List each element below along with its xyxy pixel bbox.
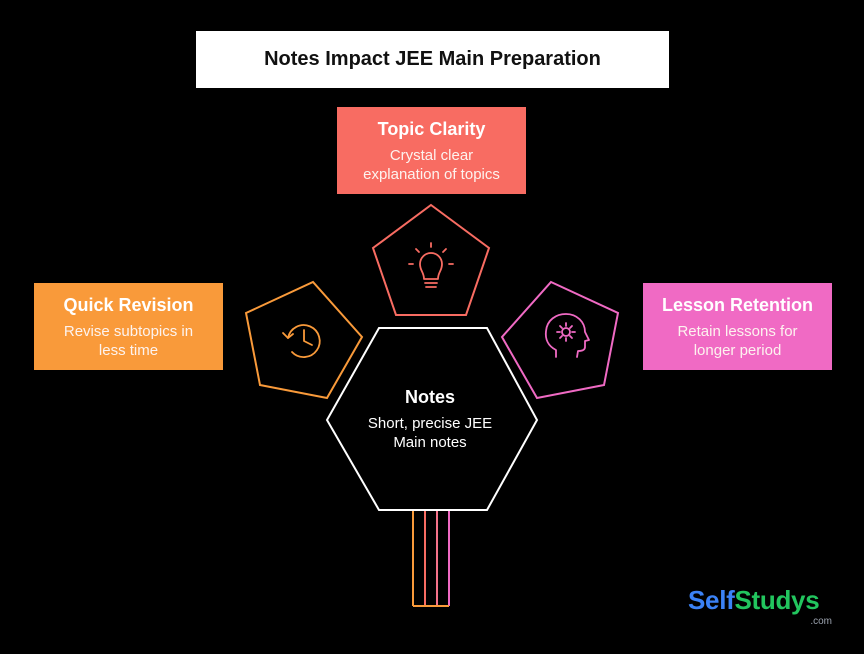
center-description: Short, precise JEE Main notes — [340, 414, 520, 452]
diagram-title: Notes Impact JEE Main Preparation — [264, 48, 601, 70]
topic-clarity-title: Topic Clarity — [377, 118, 486, 139]
lesson-retention-title: Lesson Retention — [661, 294, 813, 315]
center-desc-line2: Main notes — [393, 434, 467, 451]
lesson-retention-card: Lesson Retention Retain lessons for long… — [643, 283, 832, 370]
lightbulb-icon — [408, 242, 454, 288]
quick-revision-desc-line1: Revise subtopics in — [63, 322, 194, 340]
diagram-title-box: Notes Impact JEE Main Preparation — [196, 31, 669, 88]
right-pentagon — [500, 280, 620, 400]
selfstudys-logo: SelfStudys .com — [688, 585, 838, 630]
lesson-retention-desc-line2: longer period — [693, 341, 782, 359]
center-title: Notes — [404, 387, 455, 407]
top-pentagon — [371, 203, 491, 316]
lesson-retention-description: Retain lessons for longer period — [677, 322, 797, 360]
lesson-retention-desc-line1: Retain lessons for — [677, 322, 798, 340]
quick-revision-card: Quick Revision Revise subtopics in less … — [34, 283, 223, 370]
brand-name: SelfStudys — [688, 585, 838, 615]
topic-clarity-card: Topic Clarity Crystal clear explanation … — [337, 107, 526, 194]
brand-suffix: .com — [810, 616, 832, 627]
head-gear-icon — [544, 313, 590, 358]
center-hexagon — [325, 327, 539, 511]
center-desc-line1: Short, precise JEE — [367, 415, 493, 432]
clock-history-icon — [282, 324, 321, 358]
topic-clarity-desc-line2: explanation of topics — [363, 165, 500, 183]
quick-revision-title: Quick Revision — [63, 294, 194, 315]
quick-revision-description: Revise subtopics in less time — [64, 322, 193, 360]
center-notes-label: Notes Short, precise JEE Main notes — [340, 386, 520, 452]
topic-clarity-description: Crystal clear explanation of topics — [363, 146, 500, 184]
brand-name-part1: Self — [688, 585, 735, 615]
pencil-stem — [412, 510, 450, 607]
left-pentagon — [244, 280, 364, 400]
topic-clarity-desc-line1: Crystal clear — [389, 146, 474, 164]
quick-revision-desc-line2: less time — [98, 341, 159, 359]
brand-name-part2: Studys — [734, 585, 820, 615]
